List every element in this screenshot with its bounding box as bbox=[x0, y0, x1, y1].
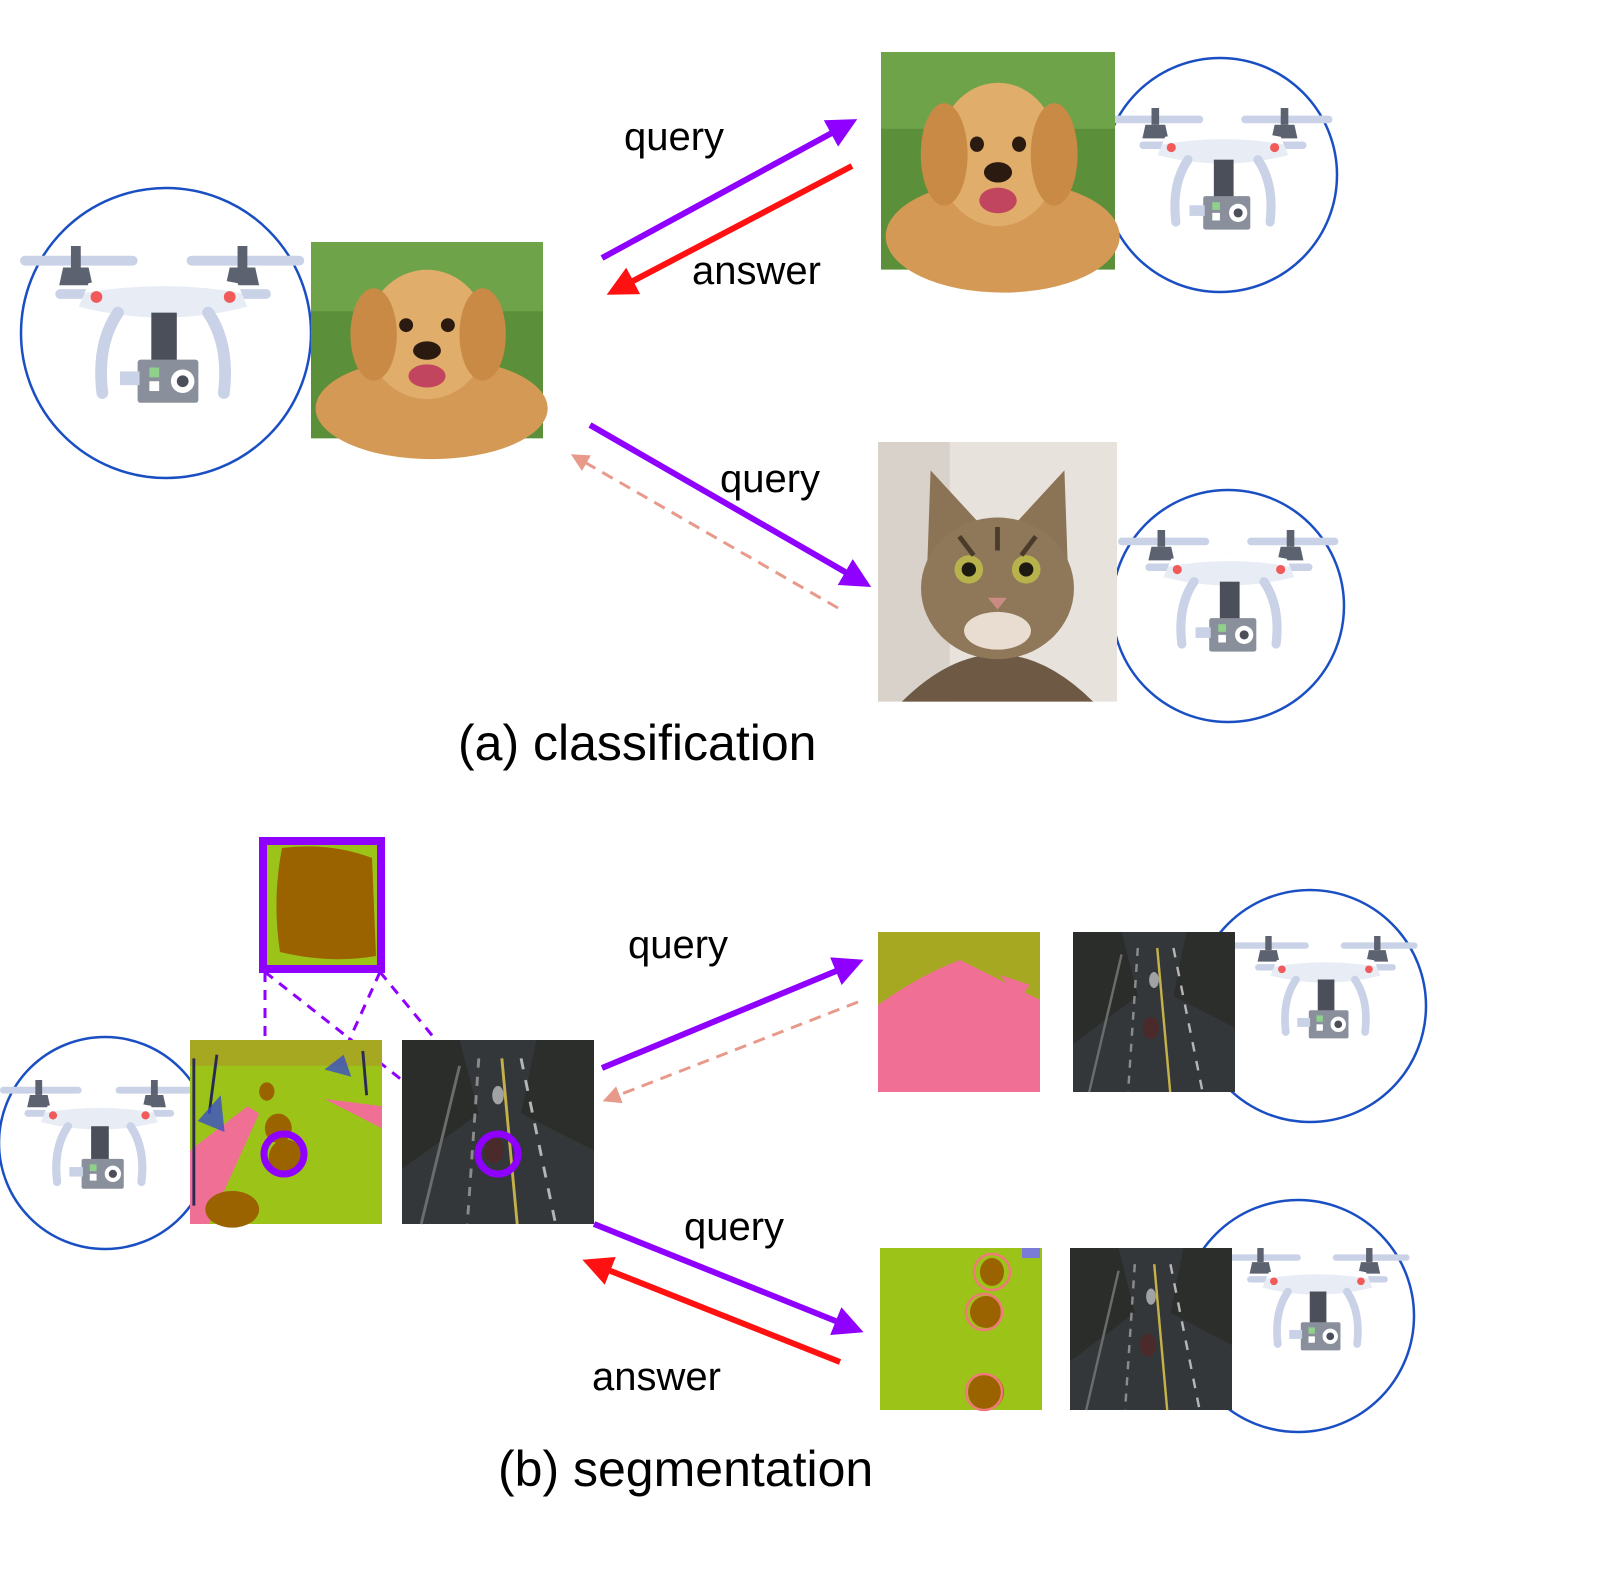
cat-photo bbox=[878, 442, 1117, 702]
weak-answer-arrow-top-b bbox=[602, 1000, 859, 1104]
highlight-ring bbox=[474, 1130, 522, 1178]
drone-icon bbox=[1118, 530, 1338, 652]
drone-icon bbox=[1232, 936, 1418, 1038]
query-arrow-top-a bbox=[600, 119, 858, 261]
label-query-bottom-b: query bbox=[684, 1205, 784, 1249]
weak-answer-arrow-bottom-a bbox=[570, 454, 839, 610]
dog-photo-sitting bbox=[881, 52, 1120, 293]
answer-arrow-bottom-b bbox=[582, 1256, 842, 1365]
segmentation-map-top-right bbox=[878, 932, 1040, 1092]
caption-segmentation: (b) segmentation bbox=[498, 1441, 873, 1497]
query-arrow-top-b bbox=[600, 957, 864, 1071]
query-arrow-bottom-b bbox=[592, 1221, 864, 1335]
query-arrow-bottom-a bbox=[588, 422, 872, 587]
highlight-ring bbox=[260, 1130, 308, 1178]
zoom-patch-car bbox=[276, 846, 376, 960]
drone-icon bbox=[20, 246, 304, 403]
drone-node-left-b bbox=[0, 1035, 213, 1251]
caption-classification: (a) classification bbox=[458, 715, 816, 771]
dog-photo-lying bbox=[311, 242, 548, 460]
label-answer-bottom-b: answer bbox=[592, 1355, 721, 1399]
label-query-top-a: query bbox=[624, 115, 724, 159]
label-query-top-b: query bbox=[628, 923, 728, 967]
drone-node-bottom-right-a bbox=[1110, 488, 1346, 724]
drone-icon bbox=[1224, 1248, 1410, 1350]
segmentation-map-bottom-right bbox=[880, 1248, 1042, 1412]
street-photo-bottom-right bbox=[1068, 1246, 1234, 1412]
label-query-bottom-a: query bbox=[720, 457, 820, 501]
street-photo-top-right bbox=[1071, 930, 1237, 1094]
label-answer-top-a: answer bbox=[692, 249, 821, 293]
drone-node-left-a bbox=[20, 186, 313, 480]
answer-arrow-top-a bbox=[606, 163, 854, 295]
drone-icon bbox=[1112, 108, 1332, 230]
drone-node-top-right-a bbox=[1101, 56, 1339, 294]
drone-icon bbox=[0, 1080, 197, 1189]
